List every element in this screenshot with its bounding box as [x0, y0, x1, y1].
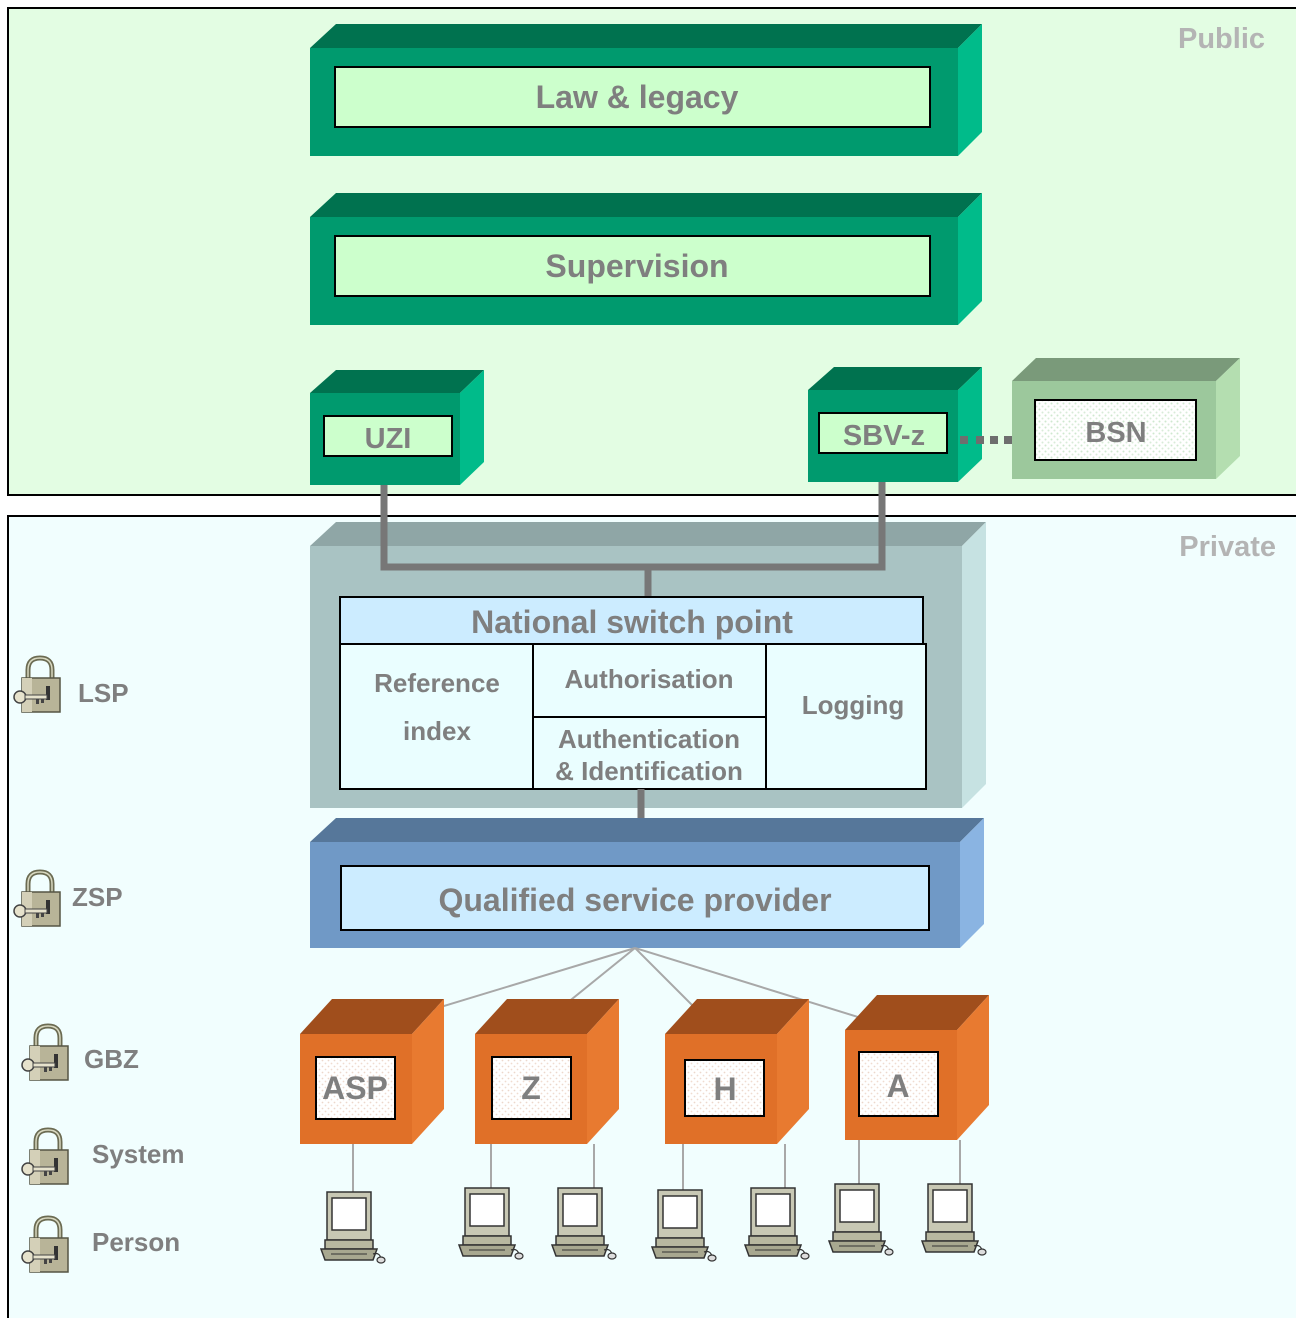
- uzi-label: UZI: [365, 423, 412, 455]
- logging-cell: [765, 643, 927, 790]
- bsn-block: BSN: [1012, 358, 1240, 479]
- sbvz-bsn-dotted-link: [960, 436, 1012, 444]
- logging-label: Logging: [802, 690, 905, 720]
- law-and-legacy-block: Law & legacy: [310, 24, 982, 156]
- security-level-person: Person: [92, 1227, 180, 1257]
- national-switch-point-header: [339, 596, 924, 645]
- supervision-block: Supervision: [310, 193, 982, 325]
- party-cube-a: A: [845, 995, 989, 1140]
- party-cube-z: Z: [475, 999, 619, 1144]
- law-and-legacy-label: Law & legacy: [536, 79, 739, 115]
- party-label-z: Z: [521, 1070, 541, 1106]
- qualified-service-provider-label: Qualified service provider: [438, 882, 831, 918]
- authentication-label-line2: & Identification: [555, 756, 743, 786]
- qualified-service-provider-block: Qualified service provider: [310, 818, 984, 948]
- authentication-cell: [532, 716, 767, 790]
- workstation-cables: [352, 1140, 961, 1192]
- reference-index-label-line1: Reference: [374, 668, 500, 698]
- security-level-system: System: [92, 1139, 185, 1169]
- sbvz-block: SBV-z: [808, 367, 982, 482]
- registry-connector-lines: [380, 482, 886, 598]
- security-level-lsp: LSP: [78, 678, 129, 708]
- bsn-label: BSN: [1085, 417, 1146, 449]
- authorisation-label: Authorisation: [565, 664, 734, 694]
- party-label-asp: ASP: [322, 1070, 388, 1106]
- security-level-gbz: GBZ: [84, 1044, 139, 1074]
- public-zone-label: Public: [1178, 23, 1265, 55]
- authentication-label-line1: Authentication: [558, 724, 740, 754]
- party-label-h: H: [713, 1071, 736, 1107]
- security-level-zsp: ZSP: [72, 882, 123, 912]
- party-cube-h: H: [665, 999, 809, 1144]
- reference-index-label-line2: index: [403, 716, 471, 746]
- sbvz-label: SBV-z: [843, 420, 925, 452]
- supervision-label: Supervision: [545, 248, 728, 284]
- uzi-block: UZI: [310, 370, 484, 485]
- party-cube-asp: ASP: [300, 999, 444, 1144]
- private-zone-label: Private: [1179, 531, 1276, 563]
- party-label-a: A: [886, 1068, 909, 1104]
- national-switch-point-title: National switch point: [471, 604, 793, 640]
